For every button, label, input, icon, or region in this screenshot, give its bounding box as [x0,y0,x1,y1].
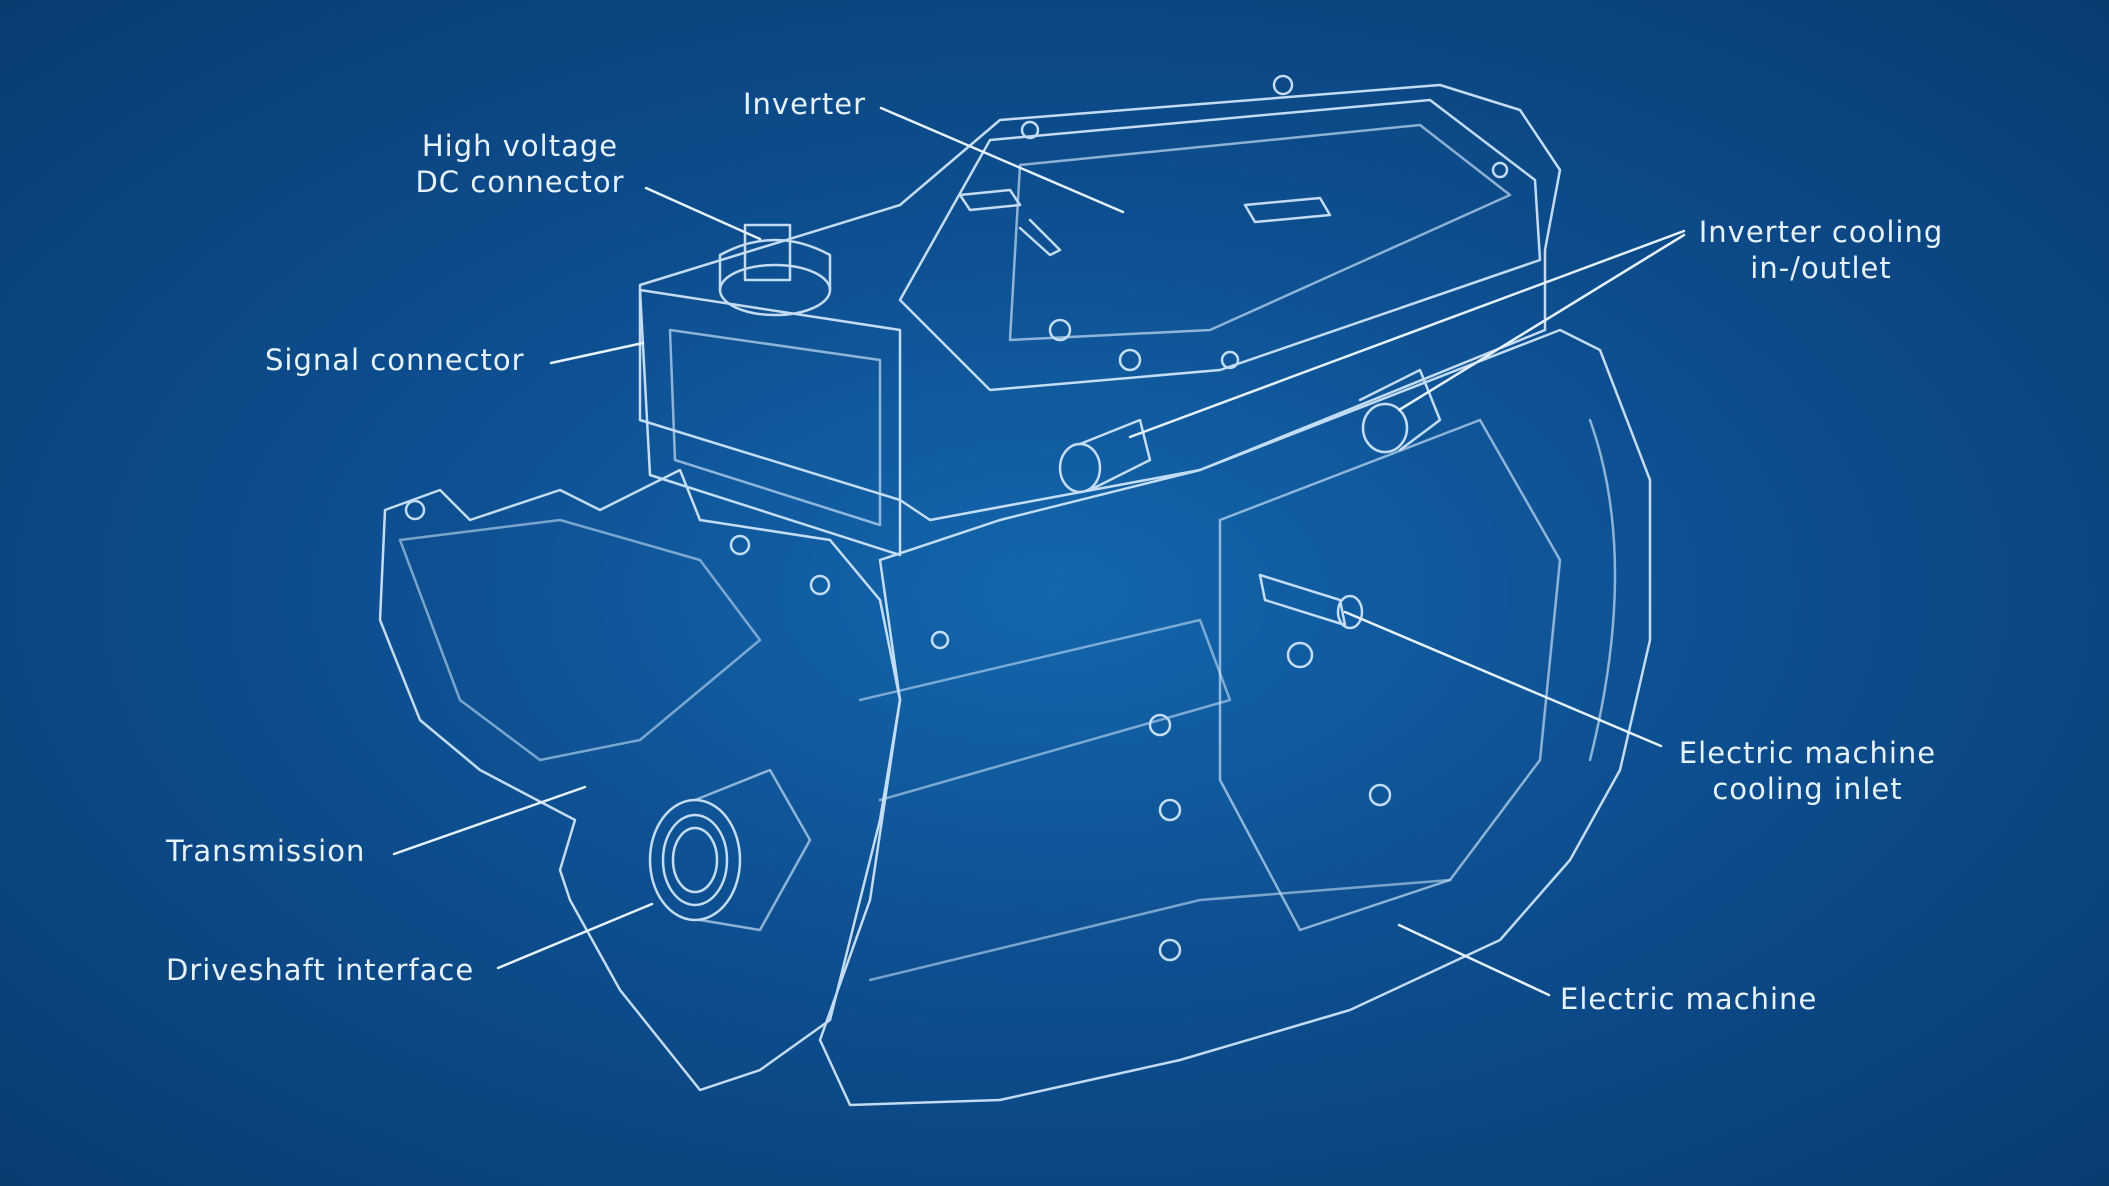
label-inverter-cooling-line2: in-/outlet [1750,251,1892,285]
label-em-cooling-line2: cooling inlet [1712,772,1903,806]
label-inverter-cooling: Inverter cooling in-/outlet [1686,214,1956,286]
label-hv-dc-connector: High voltage DC connector [400,128,640,200]
leader-signal-connector [549,341,645,365]
engine-outline [378,74,1652,1107]
label-hv-dc-line2: DC connector [415,165,625,199]
label-signal-connector: Signal connector [265,343,525,377]
label-inverter: Inverter [743,87,866,121]
leader-inverter-cooling-1 [1128,229,1686,439]
label-transmission: Transmission [166,834,366,868]
leader-transmission [392,785,587,856]
leader-inverter-cooling-2 [1397,233,1686,412]
leader-hv-dc-connector [644,186,762,241]
leader-lines [392,106,1686,997]
leader-em-cooling-inlet [1343,610,1663,748]
leader-driveshaft-interface [496,902,654,970]
label-driveshaft-interface: Driveshaft interface [166,953,475,987]
label-electric-machine: Electric machine [1560,982,1818,1016]
label-em-cooling-inlet: Electric machine cooling inlet [1665,735,1950,807]
label-hv-dc-line1: High voltage [421,129,619,163]
leader-inverter [879,106,1125,214]
leader-electric-machine [1397,923,1551,997]
label-inverter-cooling-line1: Inverter cooling [1698,215,1944,249]
label-em-cooling-line1: Electric machine [1678,736,1937,770]
